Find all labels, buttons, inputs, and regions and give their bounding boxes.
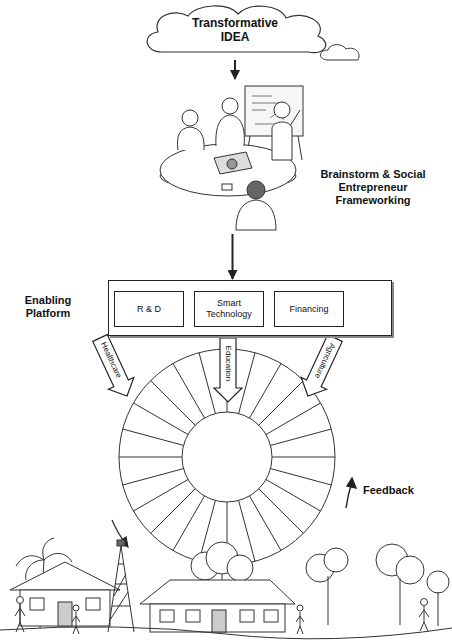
wheel-spoke — [266, 480, 321, 512]
wheel-spoke — [250, 364, 282, 419]
wheel-spoke — [151, 381, 196, 426]
village-scene — [0, 538, 452, 639]
node-heading: Enabling Platform — [13, 294, 83, 320]
wheel-spoke — [266, 403, 321, 435]
sector-label: Education — [223, 344, 232, 382]
wheel-spoke — [173, 496, 205, 551]
process-box: Smart Technology — [194, 291, 264, 327]
wheel-spoke — [151, 489, 196, 534]
feedback-arrow — [346, 478, 356, 508]
wheel-spoke — [272, 457, 335, 458]
node-heading: Transformative IDEA — [180, 16, 290, 45]
sector-arrows — [87, 332, 347, 402]
wheel-spoke — [239, 353, 255, 414]
flow-arrow — [234, 60, 236, 79]
small-cloud — [321, 45, 360, 60]
process-box: R & D — [114, 291, 184, 327]
wheel-spoke — [239, 501, 255, 562]
brainstorm-picture: Brainstorm & Social Entrepreneur Framewo… — [165, 80, 300, 232]
cloud-outline — [147, 6, 326, 53]
wheel-spoke — [271, 429, 332, 445]
meeting-sketch — [160, 86, 303, 230]
wheel-spoke — [119, 457, 182, 458]
process-box: Financing — [274, 291, 344, 327]
wheel-spoke — [123, 429, 184, 445]
box-label: R & D — [119, 304, 179, 315]
wheel-spoke — [134, 480, 189, 512]
idea-cloud: Transformative IDEA — [140, 2, 330, 58]
wheel-spoke — [134, 403, 189, 435]
flow-arrow — [232, 234, 234, 279]
pointer-arrow — [112, 520, 128, 547]
wheel-spoke — [250, 496, 282, 551]
wheel-spoke — [199, 353, 215, 414]
wheel-spoke — [173, 364, 205, 419]
wheel-spoke — [123, 469, 184, 485]
feedback-label: Feedback — [362, 484, 415, 496]
wheel-spoke — [259, 489, 304, 534]
box-label: Financing — [279, 304, 339, 315]
platform-box: Enabling PlatformR & DSmart TechnologyFi… — [108, 280, 392, 336]
box-label: Smart Technology — [199, 298, 259, 320]
wheel-spoke — [259, 381, 304, 426]
wheel-spoke — [271, 469, 332, 485]
node-heading: Brainstorm & Social Entrepreneur Framewo… — [303, 168, 443, 208]
